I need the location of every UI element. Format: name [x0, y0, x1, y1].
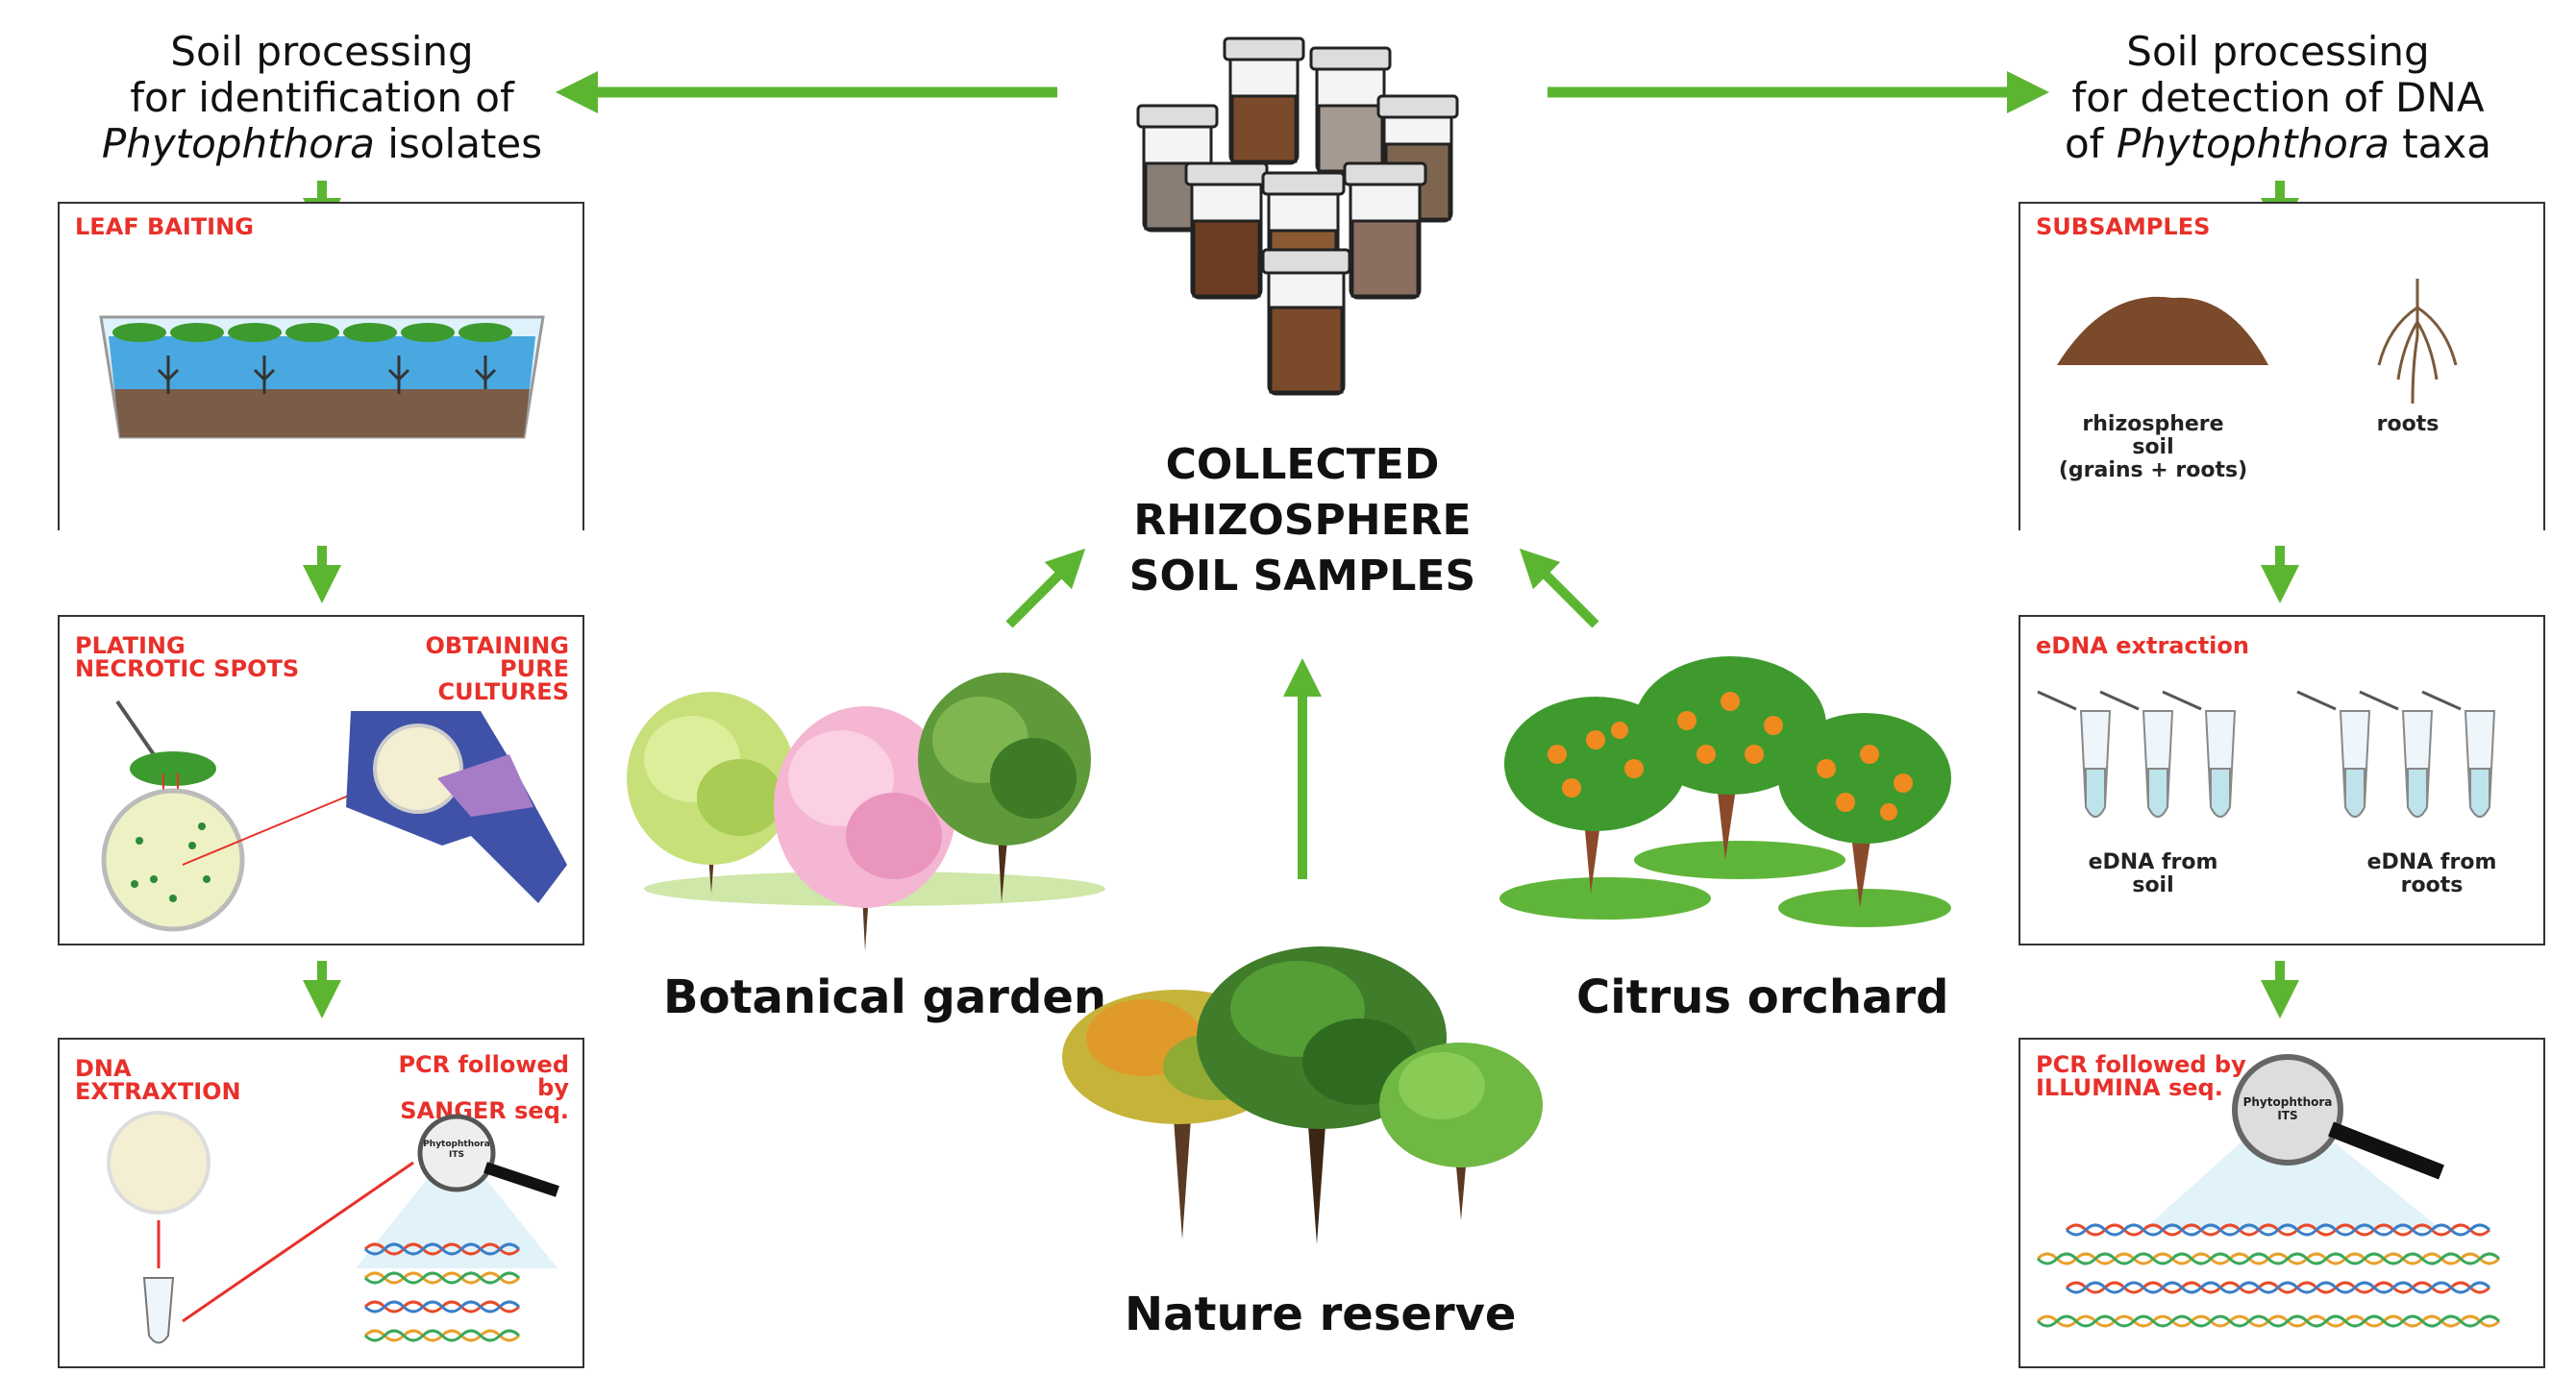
label-edna-extraction: eDNA extraction: [2036, 632, 2249, 659]
label-pcr-illumina: PCR followed by ILLUMINA seq.: [2036, 1051, 2246, 1101]
site-nature-reserve: Nature reserve: [1125, 1288, 1517, 1341]
soil-sample-jars: [1136, 37, 1459, 396]
left-header-line2: for identification of: [130, 74, 514, 121]
dna-helix-left: [363, 1242, 521, 1342]
sanger-magnifier: [417, 1114, 496, 1192]
tree-oak: [1197, 946, 1447, 1244]
citrus-orchard-trees: [1499, 656, 1951, 927]
left-header-line3: Phytophthora isolates: [96, 121, 548, 167]
center-title: COLLECTED RHIZOSPHERE SOIL SAMPLES: [1086, 437, 1519, 604]
center-title-line3: SOIL SAMPLES: [1128, 552, 1476, 601]
orange-tree-3: [1778, 713, 1951, 908]
edna-tubes: [2037, 690, 2496, 818]
right-header-line3: of Phytophthora taxa: [2047, 121, 2509, 167]
site-botanical-garden: Botanical garden: [663, 970, 1107, 1024]
tree-pink: [774, 706, 956, 951]
right-header-line3-rest: taxa: [2389, 120, 2492, 167]
jar-7: [1343, 161, 1427, 300]
sanger-illustration: [107, 1111, 559, 1344]
center-title-line1: COLLECTED: [1165, 440, 1440, 489]
pipettes: [2037, 690, 2462, 711]
soil-pile: [2057, 296, 2268, 365]
label-dna-extraction: DNA EXTRAXTION: [75, 1055, 241, 1105]
roots-drawing: [2377, 279, 2458, 405]
label-leaf-baiting: LEAF BAITING: [75, 213, 254, 240]
culture-plate: [373, 724, 463, 814]
label-plating: PLATING NECROTIC SPOTS: [75, 632, 300, 682]
bait-roots: [157, 356, 497, 394]
pure-culture-plate: [107, 1111, 211, 1215]
right-header: Soil processing for detection of DNA of …: [2047, 29, 2509, 167]
label-edna-roots: eDNA from roots: [2366, 850, 2497, 897]
petri-dish: [101, 788, 245, 932]
illumina-magnifier-text: Phytophthora ITS: [2242, 1095, 2333, 1122]
label-subsamples: SUBSAMPLES: [2036, 213, 2211, 240]
panel-subsamples: [2019, 202, 2545, 530]
right-header-line2: for detection of DNA: [2071, 74, 2485, 121]
center-title-line2: RHIZOSPHERE: [1133, 496, 1472, 545]
nature-reserve-trees: [1062, 946, 1543, 1244]
jar-2: [1309, 46, 1392, 175]
right-header-genus: Phytophthora: [2116, 120, 2390, 167]
label-rhizosphere-soil: rhizosphere soil (grains + roots): [2058, 412, 2248, 482]
right-header-line3-pre: of: [2064, 120, 2117, 167]
arrow-from-citrus: [1519, 548, 1599, 628]
label-roots: roots: [2376, 412, 2440, 436]
gloved-hand: [346, 711, 567, 903]
botanical-garden-trees: [627, 673, 1105, 951]
soil-tubes: [2079, 710, 2237, 818]
subsamples-illustration: [2057, 279, 2458, 405]
left-header-line1: Soil processing: [170, 28, 474, 75]
label-pcr-sanger: PCR followed by SANGER seq.: [398, 1051, 569, 1124]
left-header: Soil processing for identification of Ph…: [96, 29, 548, 167]
tree-green-dark: [918, 673, 1091, 903]
necrotic-leaf: [130, 751, 216, 786]
jar-1: [1223, 37, 1305, 165]
jar-3: [1136, 104, 1219, 233]
left-header-line3-rest: isolates: [374, 120, 543, 167]
plating-illustration: [101, 700, 567, 932]
arrow-from-botanical: [1005, 548, 1086, 628]
label-pure-cultures: OBTAINING PURE CULTURES: [425, 632, 569, 705]
sanger-magnifier-text: Phytophthora ITS: [423, 1140, 490, 1160]
tree-small: [1379, 1043, 1543, 1220]
leaf-baiting-tray: [99, 315, 545, 439]
floating-leaves: [112, 323, 512, 342]
illumina-illustration: [2036, 1054, 2501, 1328]
dna-helix-right: [2036, 1223, 2501, 1328]
left-header-genus: Phytophthora: [101, 120, 375, 167]
orange-tree-2: [1634, 656, 1826, 860]
tree-green-light: [627, 692, 796, 894]
jar-8: [1261, 248, 1351, 396]
roots-tubes: [2339, 710, 2496, 818]
jar-5: [1184, 161, 1269, 300]
illumina-magnifier: [2232, 1054, 2343, 1166]
dna-tube: [142, 1277, 175, 1344]
label-edna-soil: eDNA from soil: [2088, 850, 2218, 897]
site-citrus-orchard: Citrus orchard: [1576, 970, 1949, 1024]
right-header-line1: Soil processing: [2126, 28, 2430, 75]
